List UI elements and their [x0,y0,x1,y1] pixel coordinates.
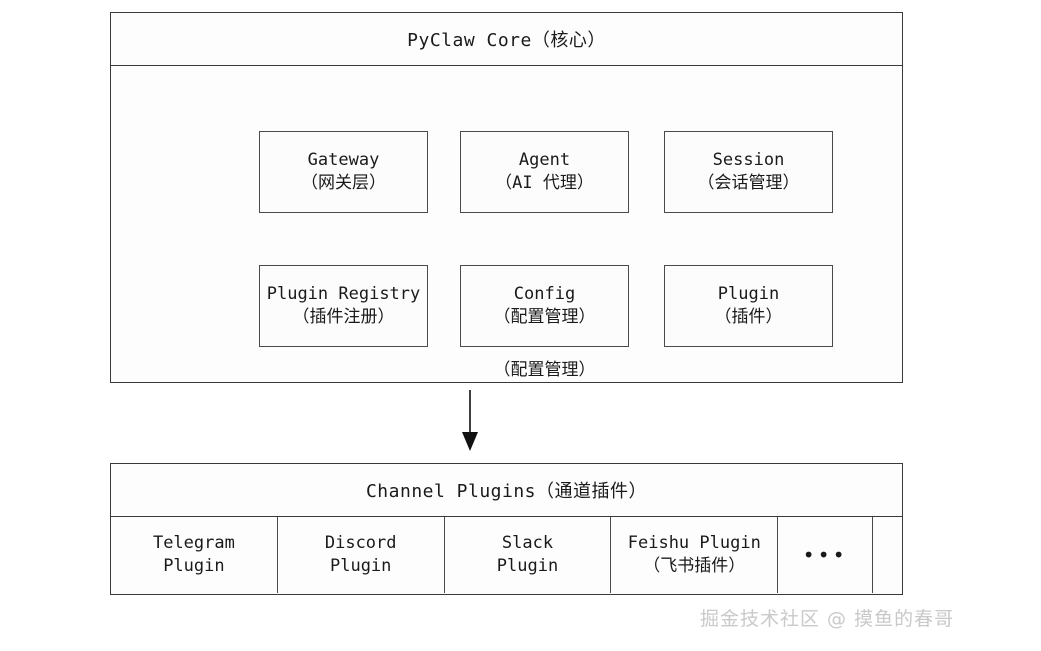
pyclaw-core-container: PyClaw Core（核心） Gateway （网关层） Agent （AI … [110,12,903,383]
component-gateway-name-cn: （网关层） [301,173,386,193]
pyclaw-core-title: PyClaw Core（核心） [407,30,606,51]
component-config-name-en: Config [513,284,576,305]
channel-cell-telegram-line2: Plugin [163,556,225,576]
component-gateway: Gateway （网关层） [259,131,428,213]
component-plugin-registry-name-cn: （插件注册） [292,307,395,327]
component-plugin-name-en: Plugin [717,284,780,305]
component-session-name-en: Session [712,150,785,171]
channel-cell-feishu: Feishu Plugin （飞书插件） [611,517,779,593]
channel-cell-discord-line1: Discord [324,533,397,554]
channel-plugins-cells: Telegram Plugin Discord Plugin Slack Plu… [111,517,902,593]
component-plugin-registry: Plugin Registry （插件注册） [259,265,428,347]
component-agent: Agent （AI 代理） [460,131,629,213]
component-session-name-cn: （会话管理） [697,173,800,193]
component-plugin: Plugin （插件） [664,265,833,347]
channel-cell-empty [873,517,902,593]
component-session: Session （会话管理） [664,131,833,213]
channel-plugins-title: Channel Plugins（通道插件） [365,481,648,502]
ellipsis-icon: ••• [802,542,848,567]
component-config: Config （配置管理） [460,265,629,347]
channel-cell-slack-line2: Plugin [496,556,559,576]
component-plugin-registry-name-en: Plugin Registry [266,284,421,305]
watermark: 掘金技术社区 @ 摸鱼的春哥 [700,608,955,630]
config-extra-caption: （配置管理） [493,360,596,380]
component-gateway-name-en: Gateway [307,150,380,171]
channel-cell-feishu-line1: Feishu Plugin [627,533,761,554]
component-plugin-name-cn: （插件） [714,307,783,327]
channel-cell-telegram-line1: Telegram [152,533,235,554]
channel-cell-discord: Discord Plugin [278,517,445,593]
channel-cell-slack: Slack Plugin [445,517,612,593]
channel-cell-slack-line1: Slack [501,533,554,554]
component-agent-name-cn: （AI 代理） [495,173,594,193]
channel-cell-discord-line2: Plugin [329,556,392,576]
component-config-name-cn: （配置管理） [493,307,596,327]
channel-cell-feishu-line2: （飞书插件） [643,556,746,576]
component-agent-name-en: Agent [518,150,571,171]
pyclaw-core-header: PyClaw Core（核心） [111,13,902,66]
down-arrow-icon [455,390,485,452]
channel-plugins-header: Channel Plugins（通道插件） [111,464,902,517]
channel-plugins-container: Channel Plugins（通道插件） Telegram Plugin Di… [110,463,903,595]
channel-cell-more: ••• [778,517,874,593]
channel-cell-telegram: Telegram Plugin [111,517,278,593]
